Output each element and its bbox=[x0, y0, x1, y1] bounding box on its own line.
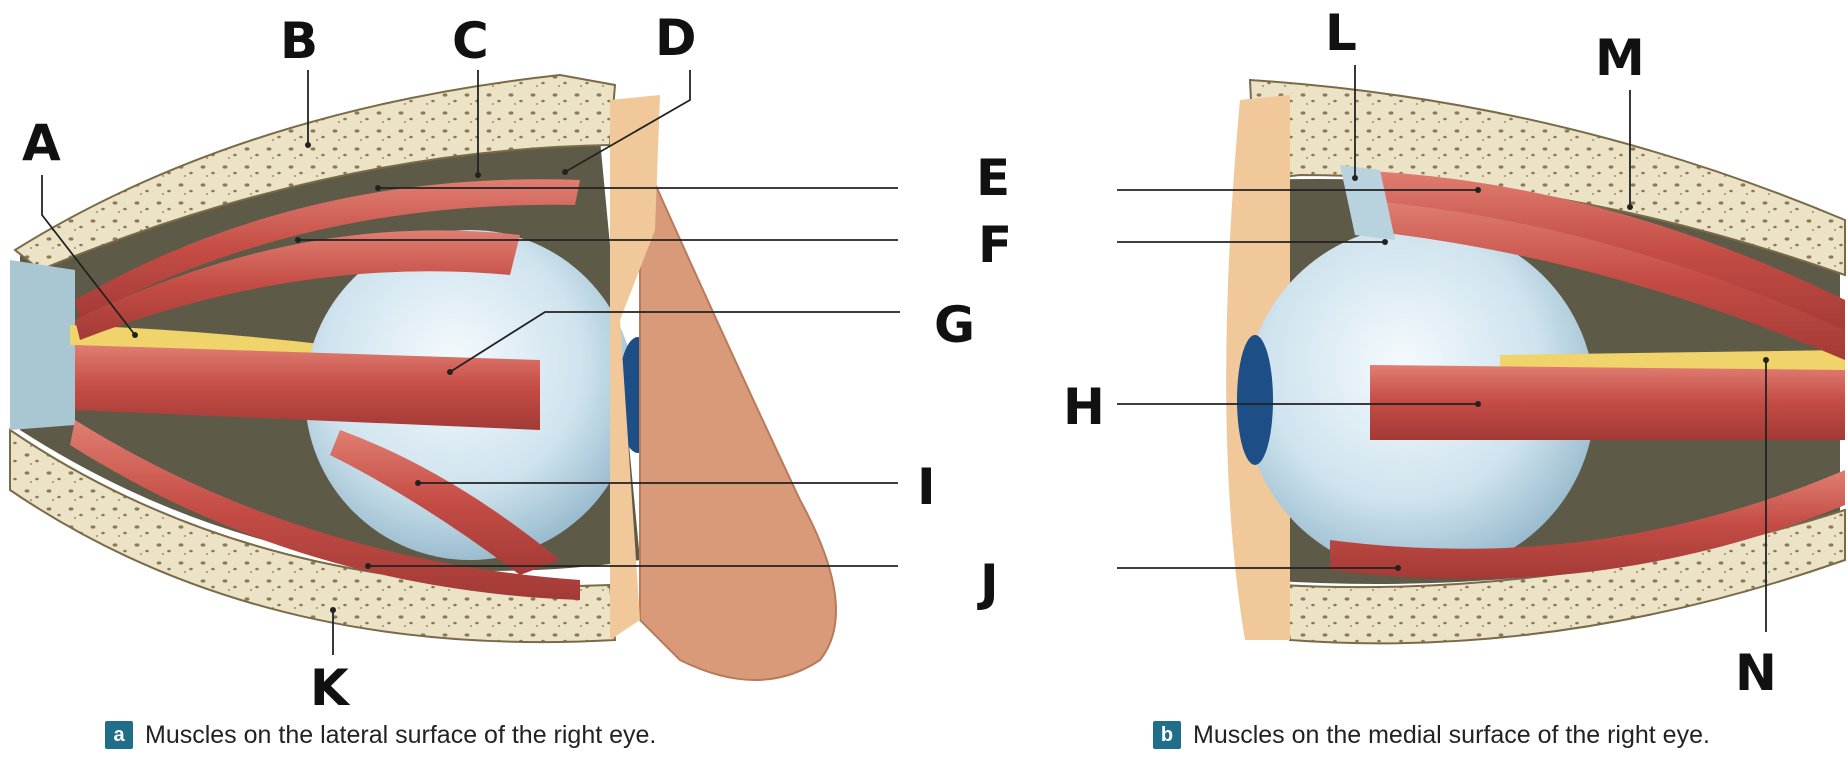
pointer-dot-a bbox=[132, 332, 138, 338]
pointer-dot-j bbox=[365, 563, 371, 569]
label-h: H bbox=[1063, 378, 1105, 436]
pointer-dot-h bbox=[1475, 401, 1481, 407]
trochlea-b bbox=[1340, 165, 1395, 240]
letter-labels: A B C D E F G H I J K L M N bbox=[22, 4, 1777, 717]
label-g: G bbox=[934, 296, 975, 354]
superior-rectus-a bbox=[75, 230, 520, 340]
panel-badge-b: b bbox=[1153, 721, 1181, 749]
caption-text-b: Muscles on the medial surface of the rig… bbox=[1193, 720, 1710, 749]
pointer-dot-k bbox=[330, 607, 336, 613]
leader-a bbox=[41, 175, 136, 336]
levator-muscle-b bbox=[1360, 200, 1845, 360]
label-k: K bbox=[310, 659, 351, 717]
caption-panel-a: a Muscles on the lateral surface of the … bbox=[105, 718, 656, 752]
label-b: B bbox=[280, 12, 318, 70]
pointer-dot-l bbox=[1352, 175, 1358, 181]
label-d: D bbox=[655, 9, 697, 67]
orbit-floor-bone-b bbox=[1278, 508, 1846, 645]
inferior-rectus-a bbox=[70, 420, 580, 600]
panel-b-illustration bbox=[1226, 78, 1846, 645]
leader-lines bbox=[41, 65, 1769, 655]
label-a: A bbox=[22, 114, 61, 172]
medial-rectus-b bbox=[1370, 365, 1845, 440]
pointer-dot-m bbox=[1627, 204, 1633, 210]
pointer-dot-i bbox=[415, 480, 421, 486]
leader-d bbox=[564, 70, 691, 173]
panel-badge-a: a bbox=[105, 721, 133, 749]
label-j: J bbox=[977, 554, 999, 612]
inferior-rectus-b bbox=[1330, 470, 1845, 580]
label-c: C bbox=[452, 12, 489, 70]
superior-oblique-b bbox=[1350, 170, 1845, 335]
nose-skin-a bbox=[639, 149, 837, 681]
pointer-dot-g bbox=[447, 369, 453, 375]
caption-panel-b: b Muscles on the medial surface of the r… bbox=[1153, 718, 1710, 752]
caption-text-a: Muscles on the lateral surface of the ri… bbox=[145, 720, 657, 749]
pointer-dot-c bbox=[475, 172, 481, 178]
pointer-dot-f-b bbox=[1382, 239, 1388, 245]
pointer-dot-f bbox=[295, 237, 301, 243]
label-i: I bbox=[917, 458, 936, 516]
levator-muscle-a bbox=[75, 179, 580, 320]
pointer-dot-n bbox=[1763, 357, 1769, 363]
leader-g bbox=[449, 311, 900, 373]
panel-a-illustration bbox=[9, 73, 837, 681]
pointer-dot-j-b bbox=[1395, 565, 1401, 571]
label-f: F bbox=[978, 216, 1012, 274]
eyelid-tissue-a bbox=[610, 95, 660, 640]
label-e: E bbox=[976, 149, 1010, 207]
label-m: M bbox=[1595, 29, 1645, 87]
pointer-dot-d bbox=[562, 169, 568, 175]
pointer-dot-b bbox=[305, 142, 311, 148]
tendinous-ring-a bbox=[10, 260, 75, 430]
label-n: N bbox=[1735, 644, 1777, 702]
lateral-rectus-a bbox=[75, 345, 540, 430]
iris-b bbox=[1237, 335, 1273, 465]
pointer-dot-e bbox=[375, 185, 381, 191]
pointer-dot-e-b bbox=[1475, 187, 1481, 193]
label-l: L bbox=[1325, 4, 1357, 62]
inferior-oblique-a bbox=[330, 430, 560, 575]
